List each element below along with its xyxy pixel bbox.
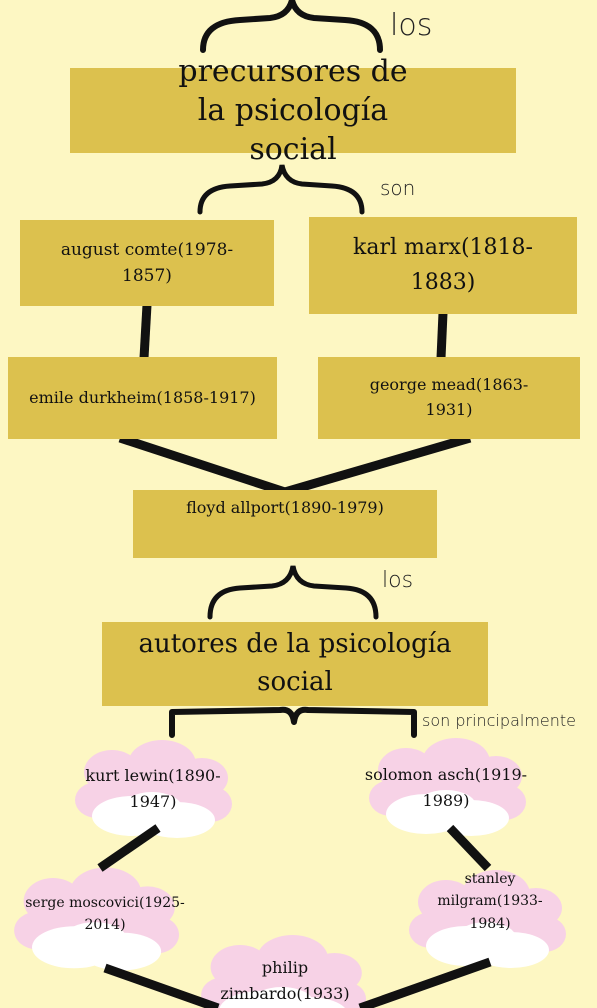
box-allport: floyd allport(1890-1979) <box>133 490 437 558</box>
box-mead: george mead(1863-1931) <box>318 357 580 439</box>
box-durkheim: emile durkheim(1858-1917) <box>8 357 277 439</box>
box-comte: august comte(1978-1857) <box>20 220 274 306</box>
box-marx-text: karl marx(1818-1883) <box>353 235 533 295</box>
label-son-principalmente: son principalmente <box>422 711 577 730</box>
box-mead-text: george mead(1863-1931) <box>369 375 529 419</box>
box-comte-text: august comte(1978-1857) <box>60 239 234 286</box>
box-precursores: precursores de la psicología social <box>70 54 516 167</box>
line-comte-durkheim <box>139 304 152 359</box>
box-autores: autores de la psicología social <box>102 622 488 706</box>
box-allport-text: floyd allport(1890-1979) <box>186 498 384 517</box>
brace-top <box>200 0 383 53</box>
label-son: son <box>380 176 416 200</box>
box-durkheim-text: emile durkheim(1858-1917) <box>29 387 256 407</box>
line-asch-milgram <box>446 824 492 872</box>
line-moscovici-zimbardo <box>103 963 220 1008</box>
label-los-mid: los <box>382 568 414 593</box>
line-milgram-zimbardo <box>358 957 492 1008</box>
line-marx-mead <box>436 312 448 359</box>
box-marx: karl marx(1818-1883) <box>309 217 577 314</box>
box-autores-text: autores de la psicología social <box>138 629 452 697</box>
cloud-moscovici-text: serge moscovici(1925-2014) <box>25 895 185 934</box>
cloud-asch-text: solomon asch(1919-1989) <box>364 765 528 810</box>
line-mead-allport <box>283 433 472 497</box>
brace-son <box>197 164 365 215</box>
cloud-milgram-text: stanley milgram(1933-1984) <box>437 871 543 932</box>
label-los-top: los <box>390 8 433 43</box>
line-durkheim-allport <box>118 433 287 497</box>
cloud-lewin-text: kurt lewin(1890-1947) <box>85 766 221 811</box>
cloud-zimbardo-text: philip zimbardo(1933) <box>220 958 350 1003</box>
brace-son-principalmente <box>169 706 417 738</box>
brace-los <box>207 565 379 620</box>
line-lewin-moscovici <box>97 824 161 872</box>
box-precursores-text: precursores de la psicología social <box>178 54 408 167</box>
